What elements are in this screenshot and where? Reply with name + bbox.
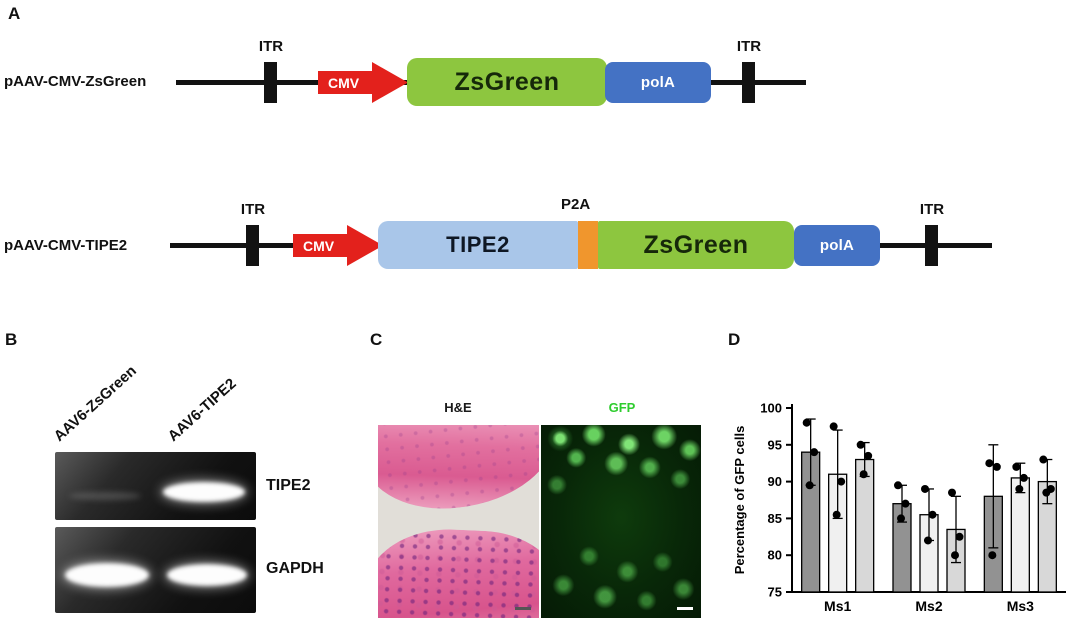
construct-2-zsgreen-label: ZsGreen <box>643 230 749 259</box>
construct-1-itr-left-label: ITR <box>258 38 284 55</box>
construct-2-p2a-label: P2A <box>561 196 591 213</box>
construct-1-cmv-label: CMV <box>328 74 360 91</box>
construct-1-zsgreen-label: ZsGreen <box>454 67 560 96</box>
construct-2-cmv-promoter-arrow: CMV <box>293 225 383 266</box>
construct-1-pola-label: polA <box>640 74 676 91</box>
he-tissue-upper <box>378 425 539 517</box>
gel-lane-label-aav6-zsgreen: AAV6-ZsGreen <box>50 362 140 445</box>
svg-text:100: 100 <box>760 401 782 416</box>
svg-text:Ms2: Ms2 <box>915 598 942 614</box>
gel-lane-label-aav6-tipe2: AAV6-TIPE2 <box>164 375 240 445</box>
gel-band-gapdh-lane1 <box>65 563 149 587</box>
construct-2-name: pAAV-CMV-TIPE2 <box>4 237 128 254</box>
gel-band-gapdh-lane2 <box>167 564 247 586</box>
construct-2-zsgreen-box: ZsGreen <box>598 221 794 269</box>
svg-text:Ms3: Ms3 <box>1007 598 1034 614</box>
gel-image-gapdh <box>55 527 256 613</box>
gel-band-tipe2-lane2 <box>163 482 245 502</box>
gfp-scale-bar <box>677 607 693 610</box>
construct-1-pola-box: polA <box>605 62 711 103</box>
construct-1-itr-right-bar <box>742 62 755 103</box>
gel-row-label-gapdh: GAPDH <box>266 560 324 577</box>
construct-2-itr-left-label: ITR <box>240 201 266 218</box>
construct-1-name: pAAV-CMV-ZsGreen <box>4 73 147 90</box>
gel-row-label-tipe2: TIPE2 <box>266 477 311 494</box>
panel-b-label: B <box>5 330 18 349</box>
construct-2-tipe2-label: TIPE2 <box>446 232 510 257</box>
construct-1-itr-right-label: ITR <box>736 38 762 55</box>
construct-2-pola-box: polA <box>794 225 880 266</box>
construct-1-zsgreen-box: ZsGreen <box>407 58 607 106</box>
construct-2-tipe2-box: TIPE2 <box>378 221 578 269</box>
gel-band-faint-lane1 <box>69 492 141 500</box>
construct-2-cmv-label: CMV <box>303 237 335 254</box>
he-image-label: H&E <box>444 400 472 415</box>
he-scale-bar <box>515 607 531 610</box>
he-histology-image <box>378 425 539 618</box>
svg-text:75: 75 <box>768 585 782 600</box>
svg-text:95: 95 <box>768 437 782 452</box>
svg-text:90: 90 <box>768 474 782 489</box>
svg-text:Percentage of GFP cells: Percentage of GFP cells <box>732 426 747 575</box>
he-tissue-lower <box>378 525 539 618</box>
svg-text:80: 80 <box>768 548 782 563</box>
gel-image-tipe2 <box>55 452 256 520</box>
construct-1-itr-left-bar <box>264 62 277 103</box>
construct-2-itr-left-bar <box>246 225 259 266</box>
construct-2-pola-label: polA <box>819 237 855 254</box>
panel-c-label: C <box>370 330 383 349</box>
construct-1-cmv-promoter-arrow: CMV <box>318 62 408 103</box>
svg-text:Ms1: Ms1 <box>824 598 851 614</box>
gfp-fluorescence-image <box>541 425 701 618</box>
construct-2-itr-right-label: ITR <box>919 201 945 218</box>
construct-2-itr-right-bar <box>925 225 938 266</box>
panel-a-label: A <box>8 4 21 23</box>
panel-d-label: D <box>728 330 741 349</box>
svg-text:85: 85 <box>768 511 782 526</box>
gfp-image-label: GFP <box>608 400 636 415</box>
construct-2-p2a-segment <box>578 221 598 269</box>
